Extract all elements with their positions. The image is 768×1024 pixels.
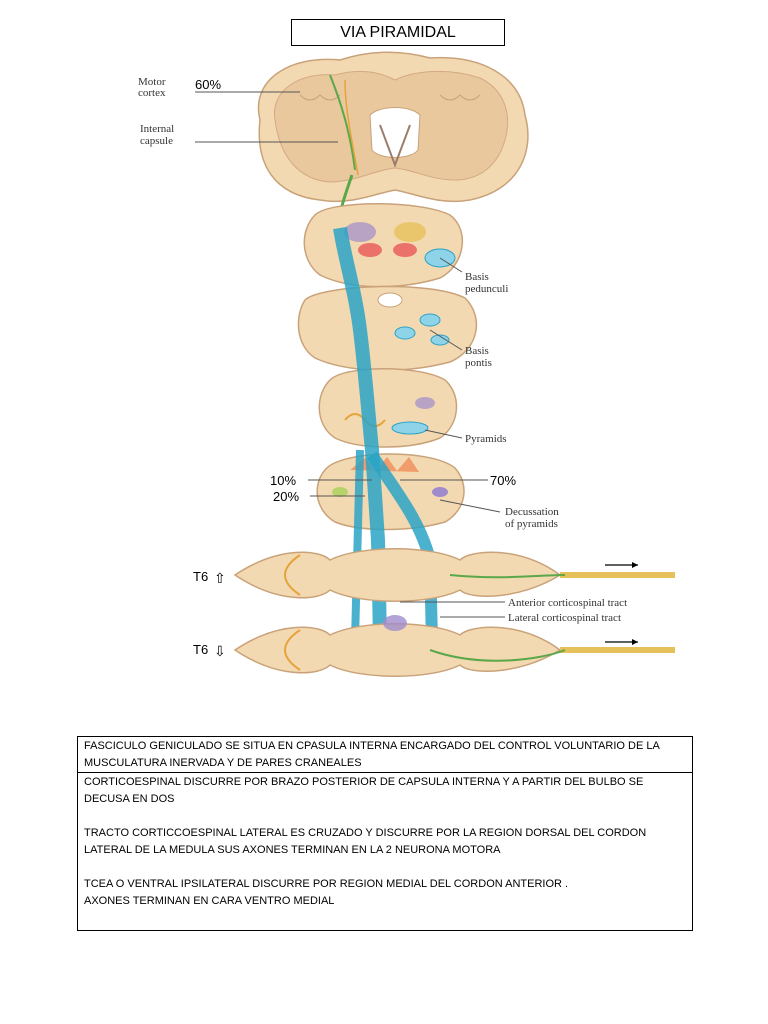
pons-section xyxy=(297,285,478,372)
label-basis-pedunculi: Basis pedunculi xyxy=(465,271,508,295)
label-pyramids: Pyramids xyxy=(465,433,507,445)
label-percent-10: 10% xyxy=(270,473,296,488)
label-motor-cortex: Motor cortex xyxy=(138,76,168,99)
arrow-down-icon: ⇩ xyxy=(214,644,226,660)
notes-table: FASCICULO GENICULADO SE SITUA EN CPASULA… xyxy=(77,736,693,931)
brain-section xyxy=(257,51,529,203)
label-anterior-tract: Anterior corticospinal tract xyxy=(508,597,627,609)
label-percent-20: 20% xyxy=(273,489,299,504)
arrow-up-icon: ⇧ xyxy=(214,571,226,587)
note-corticospinal: CORTICOESPINAL DISCURRE POR BRAZO POSTER… xyxy=(78,772,692,930)
medulla-upper-section xyxy=(318,368,458,448)
label-t6-lower: T6 xyxy=(193,642,208,657)
label-decussation: Decussation of pyramids xyxy=(505,506,562,530)
pyramidal-pathway-diagram: Motor cortex 60% Internal capsule Basis … xyxy=(138,51,675,677)
spinal-segment-t6-lower xyxy=(233,615,675,677)
label-internal-capsule: Internal capsule xyxy=(140,123,177,147)
label-basis-pontis: Basis pontis xyxy=(465,345,492,369)
label-percent-70: 70% xyxy=(490,473,516,488)
label-t6-upper: T6 xyxy=(193,569,208,584)
diagram-illustration xyxy=(195,51,675,677)
label-motor-percent: 60% xyxy=(195,77,221,92)
note-geniculate: FASCICULO GENICULADO SE SITUA EN CPASULA… xyxy=(84,740,660,769)
label-lateral-tract: Lateral corticospinal tract xyxy=(508,612,621,624)
spinal-segment-t6-upper xyxy=(233,548,675,602)
midbrain-section xyxy=(303,203,464,288)
page-title: VIA PIRAMIDAL xyxy=(291,19,505,46)
